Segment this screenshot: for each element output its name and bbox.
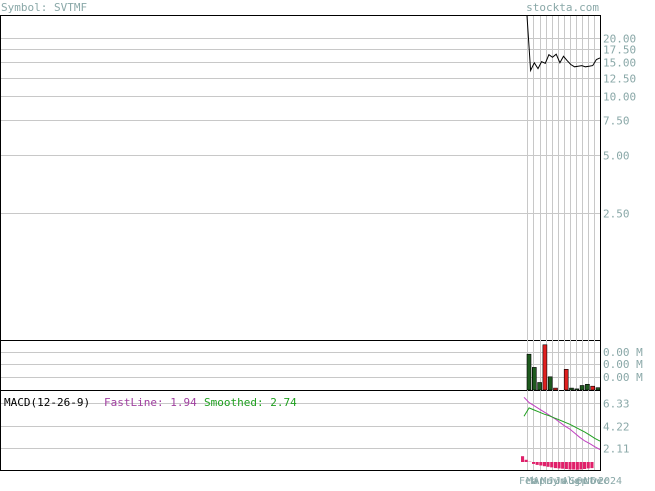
- macd-histogram-bar: [554, 462, 557, 468]
- macd-histogram-bar: [561, 462, 564, 469]
- volume-tick-label: 0.00 M: [603, 371, 643, 384]
- macd-histogram-bar: [565, 462, 568, 469]
- volume-bar: [538, 383, 542, 391]
- macd-smoothed-label: Smoothed: 2.74: [204, 396, 297, 409]
- volume-bar: [570, 388, 574, 390]
- macd-histogram-bar: [547, 462, 550, 467]
- macd-histogram-bar: [543, 462, 546, 466]
- volume-tick-label: 0.00 M: [603, 358, 643, 371]
- volume-bar: [585, 384, 589, 390]
- macd-histogram-bar: [583, 462, 586, 469]
- price-tick-label: 10.00: [603, 91, 636, 104]
- volume-bar: [591, 386, 595, 390]
- volume-bar: [548, 377, 552, 390]
- volume-bar: [564, 369, 568, 390]
- macd-histogram-bar: [576, 462, 579, 470]
- macd-histogram-bar: [550, 462, 553, 467]
- price-tick-label: 12.50: [603, 73, 636, 86]
- price-tick-label: 7.50: [603, 115, 630, 128]
- volume-bar: [527, 354, 531, 390]
- macd-tick-label: 4.22: [603, 421, 630, 434]
- volume-bar: [543, 345, 547, 390]
- macd-histogram-bar: [572, 462, 575, 470]
- x-tick-label: 2024: [598, 476, 622, 486]
- macd-fastline-label: FastLine: 1.94: [104, 396, 197, 409]
- macd-panel-frame: [1, 391, 601, 471]
- macd-histogram-bar: [587, 462, 590, 468]
- macd-histogram-bar: [532, 462, 535, 464]
- price-panel-frame: [1, 16, 601, 341]
- volume-bar: [580, 386, 584, 391]
- macd-histogram-bar: [590, 462, 593, 468]
- macd-histogram-bar: [525, 460, 528, 462]
- price-tick-label: 5.00: [603, 150, 630, 163]
- price-tick-label: 17.50: [603, 44, 636, 57]
- macd-histogram-bar: [536, 462, 539, 465]
- macd-histogram-bar: [539, 462, 542, 466]
- symbol-label: Symbol: SVTMF: [1, 1, 87, 14]
- price-tick-label: 2.50: [603, 208, 630, 221]
- volume-bar: [554, 388, 558, 390]
- site-label: stockta.com: [526, 1, 599, 14]
- macd-histogram-bar: [569, 462, 572, 469]
- macd-histogram-bar: [579, 462, 582, 469]
- macd-histogram-bar: [558, 462, 561, 468]
- macd-title: MACD(12-26-9): [4, 396, 90, 409]
- macd-histogram-bar: [521, 456, 524, 462]
- volume-bar: [575, 389, 579, 390]
- volume-bar: [596, 388, 600, 390]
- volume-bar: [532, 367, 536, 390]
- macd-tick-label: 2.11: [603, 443, 630, 456]
- price-tick-label: 15.00: [603, 57, 636, 70]
- macd-tick-label: 6.33: [603, 398, 630, 411]
- volume-panel-frame: [1, 341, 601, 391]
